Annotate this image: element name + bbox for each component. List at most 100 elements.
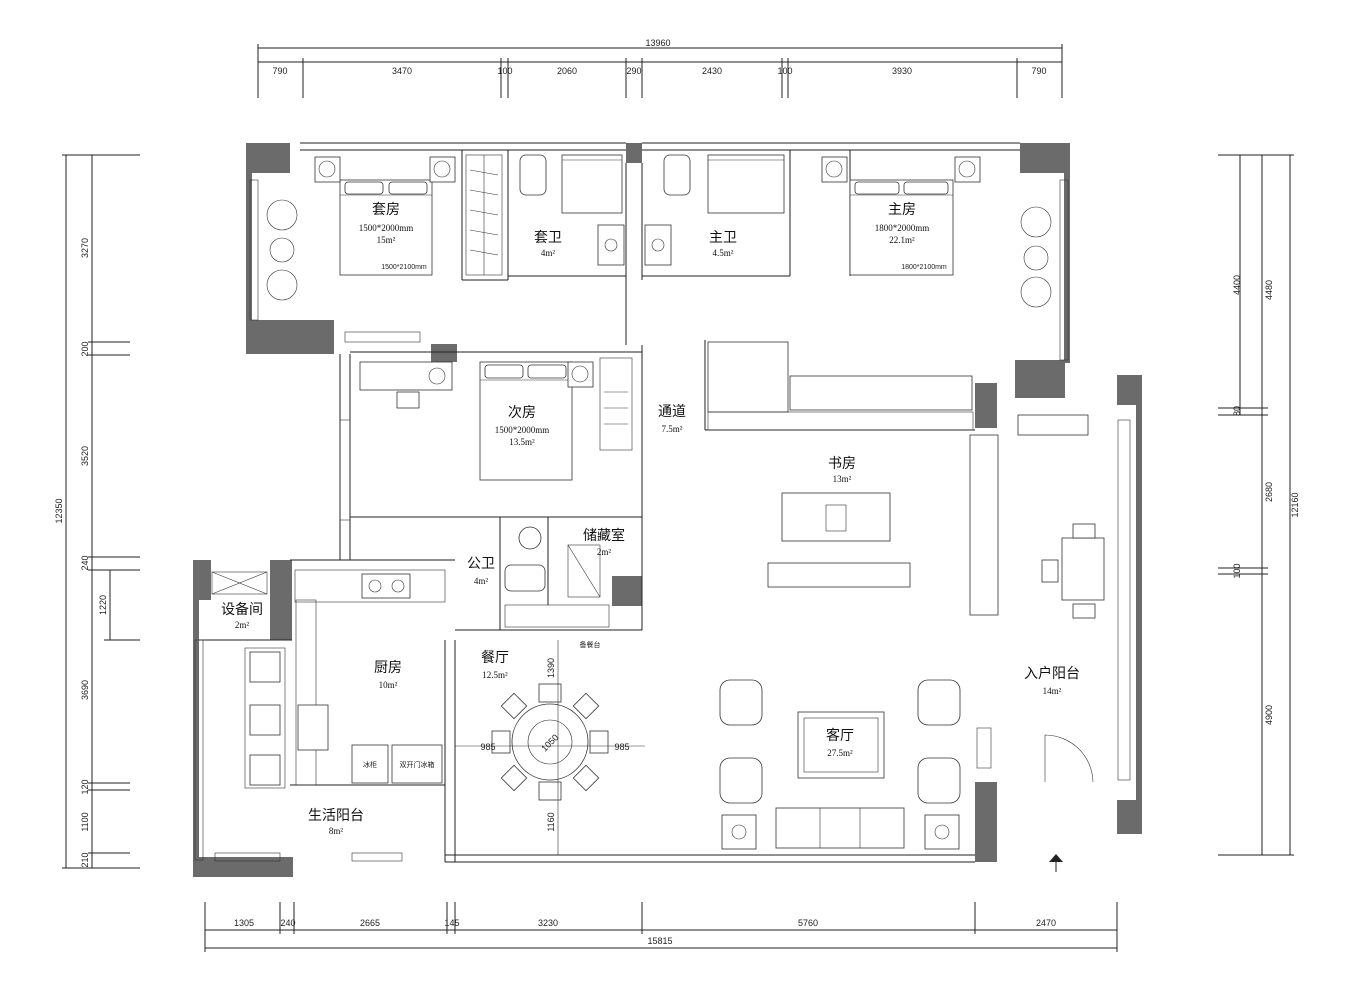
fridge-icon xyxy=(391,744,443,784)
armchair-icon xyxy=(719,679,763,726)
toilet-icon xyxy=(663,154,691,196)
dining-area: 12.5m² xyxy=(482,670,508,680)
kitchen: 厨房 10m² 冰柜 双开门冰箱 xyxy=(294,569,446,786)
bottom-dim-7: 2470 xyxy=(1036,918,1056,928)
shower-icon xyxy=(707,154,785,214)
toilet-icon xyxy=(504,564,546,592)
master-bed xyxy=(849,179,954,276)
armchair-icon xyxy=(719,757,763,804)
entry-balcony-area: 14m² xyxy=(1043,686,1062,696)
side-table-icon xyxy=(721,814,757,850)
left-dimensions: 12350 3270 200 3520 240 1220 3690 120 11… xyxy=(54,154,140,869)
right-total-dim: 12160 xyxy=(1290,492,1300,517)
bottom-dim-4: 145 xyxy=(444,918,459,928)
storage: 储藏室 2m² xyxy=(567,527,625,598)
second-bedroom-name: 次房 xyxy=(508,405,536,421)
dining-chairs xyxy=(491,683,609,801)
desk-chair-icon xyxy=(396,391,420,409)
suite-bath-name: 套卫 xyxy=(534,230,562,246)
sink-icon xyxy=(644,224,672,266)
public-bath-area: 4m² xyxy=(474,576,489,586)
chair-icon xyxy=(538,781,562,801)
bottom-dim-1: 1305 xyxy=(234,918,254,928)
bottom-dim-2: 240 xyxy=(280,918,295,928)
top-dimensions: 13960 790 3470 100 2060 290 2430 100 393… xyxy=(257,38,1063,98)
master-bath-area: 4.5m² xyxy=(713,248,734,258)
left-dim-3: 3520 xyxy=(80,446,90,466)
suite-bed xyxy=(339,179,433,276)
chair-icon xyxy=(500,764,528,792)
suite-bedroom-size: 1500*2000mm xyxy=(359,223,414,233)
freezer-note: 冰柜 xyxy=(363,760,377,769)
suite-bedroom-area: 15m² xyxy=(377,235,396,245)
left-dim-9: 210 xyxy=(80,852,90,867)
chair-icon xyxy=(491,730,511,754)
kitchen-name: 厨房 xyxy=(374,660,402,676)
second-bed xyxy=(479,361,573,481)
chair-icon xyxy=(538,683,562,703)
dining-dim-bottom: 1160 xyxy=(546,812,556,831)
suite-bedroom-name: 套房 xyxy=(372,202,400,218)
side-table-icon xyxy=(1023,245,1049,271)
tea-table-icon xyxy=(1061,537,1105,601)
left-dim-2: 200 xyxy=(80,341,90,356)
dining-table xyxy=(511,703,589,781)
living-room: 客厅 27.5m² xyxy=(719,679,961,850)
left-total-dim: 12350 xyxy=(54,498,64,523)
sideboard-icon xyxy=(504,604,610,628)
suite-bed-tag: 1500*2100mm xyxy=(381,264,427,271)
dining-name: 餐厅 xyxy=(481,650,509,666)
bottom-dim-6: 5760 xyxy=(798,918,818,928)
master-bedroom-size: 1800*2000mm xyxy=(875,223,930,233)
armchair-icon xyxy=(917,757,961,804)
washer-icon xyxy=(249,651,281,683)
kitchen-area: 10m² xyxy=(379,680,398,690)
right-outer-dim-1: 4480 xyxy=(1264,280,1274,300)
left-dim-1: 3270 xyxy=(80,238,90,258)
right-outer-dim-3: 4900 xyxy=(1264,705,1274,725)
dryer-icon xyxy=(249,754,281,786)
right-inner-dim-2: 80 xyxy=(1232,406,1242,416)
corridor-name: 通道 xyxy=(658,404,686,420)
right-outer-dim-2: 2680 xyxy=(1264,482,1274,502)
top-total-dim: 13960 xyxy=(645,38,670,48)
left-dim-4: 240 xyxy=(80,555,90,570)
dining-dim-left: 985 xyxy=(480,742,495,752)
top-dim-4: 2060 xyxy=(557,66,577,76)
chair-icon xyxy=(1072,603,1096,619)
left-dim-7: 120 xyxy=(80,779,90,794)
armchair-icon xyxy=(917,679,961,726)
fridge-note: 双开门冰箱 xyxy=(400,760,435,769)
storage-area: 2m² xyxy=(597,547,612,557)
top-dim-6: 2430 xyxy=(702,66,722,76)
suite-bedroom: 套房 1500*2000mm 15m² 1500*2100mm xyxy=(266,154,503,343)
chair-icon xyxy=(500,692,528,720)
sink-icon xyxy=(597,224,625,266)
chair-icon xyxy=(266,199,298,231)
master-bedroom-area: 22.1m² xyxy=(889,235,915,245)
top-dim-5: 290 xyxy=(626,66,641,76)
left-dim-6: 3690 xyxy=(80,680,90,700)
study-name: 书房 xyxy=(828,456,856,472)
wardrobe-icon xyxy=(599,357,633,451)
corridor: 通道 7.5m² xyxy=(658,404,686,434)
top-dim-7: 100 xyxy=(777,66,792,76)
living-room-area: 27.5m² xyxy=(827,748,853,758)
windows xyxy=(194,179,1131,862)
top-dim-2: 3470 xyxy=(392,66,412,76)
study-area: 13m² xyxy=(833,474,852,484)
chair-icon xyxy=(266,269,298,301)
living-room-name: 客厅 xyxy=(826,727,854,744)
entry-balcony-name: 入户阳台 xyxy=(1024,665,1080,682)
top-dim-3: 100 xyxy=(497,66,512,76)
shower-icon xyxy=(561,154,623,214)
left-dim-8: 1100 xyxy=(80,812,90,831)
utility-balcony-name: 生活阳台 xyxy=(308,808,364,824)
suite-bath: 套卫 4m² xyxy=(519,154,625,266)
bottom-dimensions: 1305 240 2665 145 3230 5760 2470 15815 xyxy=(204,902,1118,952)
public-bath: 公卫 4m² 备餐台 xyxy=(467,526,610,649)
chair-icon xyxy=(572,764,600,792)
chair-icon xyxy=(572,692,600,720)
equipment-room: 设备间 2m² xyxy=(211,571,268,630)
